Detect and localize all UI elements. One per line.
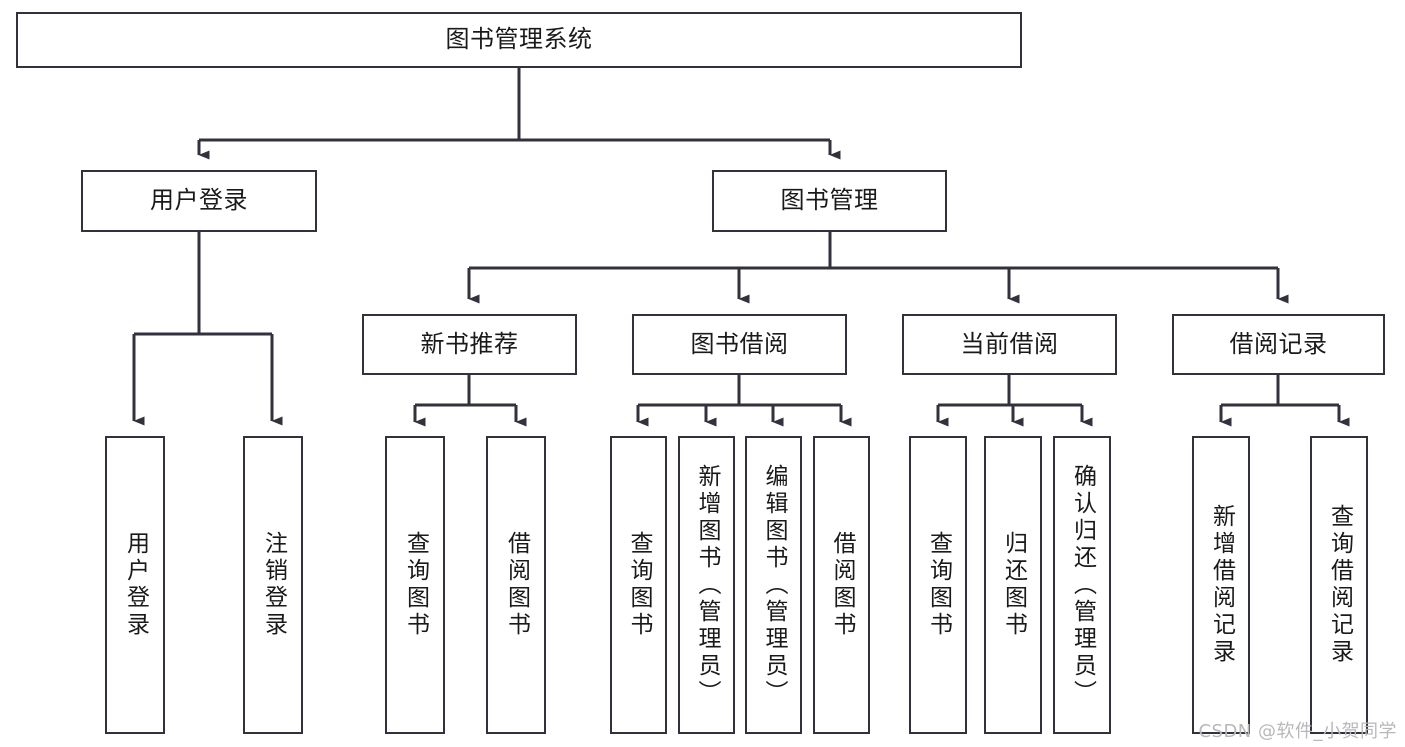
node-book-management-label: 图书管理 [780,186,879,215]
node-leaf-user-logout-label: 注销登录 [260,531,287,639]
node-leaf-return-book-label: 归还图书 [1000,531,1027,639]
node-leaf-borrow-book-label: 借阅图书 [829,531,855,639]
node-leaf-add-book-admin-label: 新增图书（管理员） [694,464,720,707]
node-root[interactable]: 图书管理系统 [16,12,1022,68]
node-leaf-query-book-recommend[interactable]: 查询图书 [385,436,445,734]
node-leaf-borrow-book-recommend-label: 借阅图书 [503,531,530,639]
node-book-management[interactable]: 图书管理 [712,170,947,232]
node-leaf-add-book-admin[interactable]: 新增图书（管理员） [678,436,735,734]
node-leaf-query-borrow-record-label: 查询借阅记录 [1326,504,1353,666]
node-borrow-records[interactable]: 借阅记录 [1172,314,1385,375]
node-leaf-confirm-return-admin-label: 确认归还（管理员） [1069,464,1096,707]
node-user-login-label: 用户登录 [150,186,248,215]
node-leaf-return-book[interactable]: 归还图书 [984,436,1042,734]
node-leaf-edit-book-admin-label: 编辑图书（管理员） [761,464,787,707]
node-leaf-query-book-recommend-label: 查询图书 [402,531,429,639]
node-leaf-query-book-borrow[interactable]: 查询图书 [610,436,667,734]
node-leaf-query-borrow-record[interactable]: 查询借阅记录 [1310,436,1368,734]
node-current-borrow[interactable]: 当前借阅 [902,314,1117,375]
node-user-login[interactable]: 用户登录 [81,170,317,232]
node-leaf-edit-book-admin[interactable]: 编辑图书（管理员） [745,436,802,734]
node-new-book-recommend-label: 新书推荐 [420,329,519,358]
node-leaf-query-book-borrow-label: 查询图书 [626,531,652,639]
node-leaf-add-borrow-record-label: 新增借阅记录 [1208,504,1235,666]
node-leaf-borrow-book-recommend[interactable]: 借阅图书 [486,436,546,734]
node-current-borrow-label: 当前借阅 [960,329,1059,358]
node-leaf-user-login[interactable]: 用户登录 [105,436,165,734]
node-leaf-user-login-label: 用户登录 [122,531,149,639]
node-leaf-user-logout[interactable]: 注销登录 [243,436,303,734]
node-new-book-recommend[interactable]: 新书推荐 [362,314,577,375]
node-leaf-query-book-current[interactable]: 查询图书 [909,436,967,734]
node-leaf-confirm-return-admin[interactable]: 确认归还（管理员） [1053,436,1111,734]
node-book-borrow-label: 图书借阅 [690,329,789,358]
node-leaf-query-book-current-label: 查询图书 [925,531,952,639]
node-root-label: 图书管理系统 [445,25,593,54]
node-leaf-add-borrow-record[interactable]: 新增借阅记录 [1192,436,1250,734]
node-borrow-records-label: 借阅记录 [1229,329,1328,358]
node-book-borrow[interactable]: 图书借阅 [632,314,847,375]
csdn-watermark: CSDN @软件_小贺同学 [1198,721,1397,742]
node-leaf-borrow-book[interactable]: 借阅图书 [813,436,870,734]
